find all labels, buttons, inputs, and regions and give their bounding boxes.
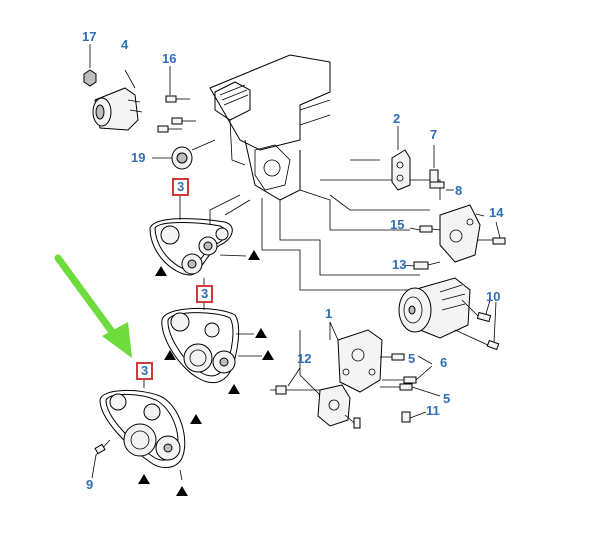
- callout-4: 4: [121, 37, 129, 52]
- callout-3-belt-b: 3: [196, 285, 214, 303]
- bolts-5-6: [380, 353, 441, 397]
- callout-1: 1: [325, 306, 333, 321]
- bracket-2: [391, 126, 411, 191]
- callout-19: 19: [131, 150, 146, 165]
- pulley-19: [152, 139, 216, 170]
- callout-9: 9: [86, 477, 94, 492]
- bolt-15: [409, 225, 441, 233]
- callout-5-upper: 5: [408, 351, 416, 366]
- bolts-16: [157, 66, 196, 133]
- bolt-11: [401, 411, 427, 423]
- callout-14: 14: [489, 205, 504, 220]
- bolt-12: [275, 367, 301, 395]
- triangle-marker: [255, 328, 267, 338]
- callout-6: 6: [440, 355, 448, 370]
- belt-config-a: [149, 195, 260, 285]
- belt-config-b: [161, 300, 274, 394]
- triangle-marker: [190, 414, 202, 424]
- thermostat-housing: [92, 69, 143, 131]
- triangle-marker: [248, 250, 260, 260]
- nut-17: [83, 44, 97, 87]
- belt-config-c: [99, 378, 202, 496]
- bolt-9: [91, 439, 111, 479]
- callout-11: 11: [426, 403, 440, 418]
- callout-7: 7: [430, 127, 438, 142]
- callout-3-belt-a: 3: [172, 178, 190, 196]
- bolt-13: [401, 261, 441, 270]
- bracket-14: [439, 204, 506, 263]
- triangle-marker: [155, 266, 167, 276]
- callout-15: 15: [390, 217, 405, 232]
- callout-3-belt-c: 3: [136, 362, 154, 380]
- triangle-marker: [262, 350, 274, 360]
- callout-5-lower: 5: [443, 391, 451, 406]
- engine-block: [209, 54, 331, 201]
- callout-12: 12: [297, 351, 312, 366]
- triangle-marker: [164, 350, 176, 360]
- triangle-marker: [228, 384, 240, 394]
- callout-2: 2: [393, 111, 401, 126]
- callout-17: 17: [82, 29, 97, 44]
- bolts-7-8: [429, 145, 454, 191]
- callout-13: 13: [392, 257, 407, 272]
- callout-8: 8: [455, 183, 463, 198]
- connection-lines: [209, 159, 441, 391]
- callout-10: 10: [486, 289, 501, 304]
- triangle-marker: [176, 486, 188, 496]
- triangle-marker: [138, 474, 150, 484]
- callout-16: 16: [162, 51, 177, 66]
- compressor: [398, 277, 500, 351]
- green-arrow-icon: [54, 254, 132, 358]
- alternator-bracket: [299, 322, 383, 429]
